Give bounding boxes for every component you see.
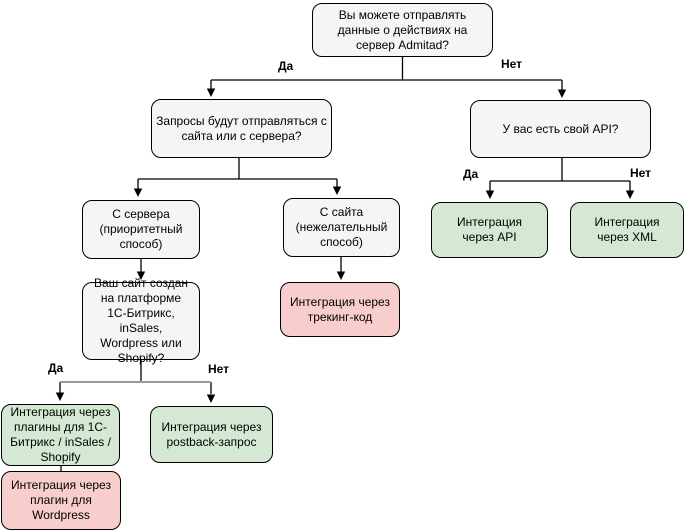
node-result-tracking-code: Интеграция через трекинг-код xyxy=(280,282,400,337)
connector-site-to-tracking xyxy=(336,257,346,280)
node-result-wordpress-plugin: Интеграция через плагин для Wordpress xyxy=(1,471,121,530)
arrowhead-icon xyxy=(206,88,216,97)
edge-label-platform-no: Нет xyxy=(206,362,232,376)
connector-platform-split xyxy=(55,360,216,403)
arrowhead-icon xyxy=(133,188,143,197)
node-question-requests-origin: Запросы будут отправляться с сайта или с… xyxy=(151,99,332,158)
edge-line xyxy=(210,57,563,90)
arrowhead-icon xyxy=(206,394,216,403)
connector-server-to-platform xyxy=(136,259,146,280)
arrowhead-icon xyxy=(336,271,346,280)
edge-label-platform-yes: Да xyxy=(46,361,66,375)
arrowhead-icon xyxy=(55,392,65,401)
node-result-postback-integration: Интеграция через postback-запрос xyxy=(150,406,273,463)
node-option-from-server: С сервера (приоритетный способ) xyxy=(82,200,200,259)
arrowhead-icon xyxy=(136,271,146,280)
node-result-api-integration: Интеграция через API xyxy=(431,202,548,258)
node-question-own-api: У вас есть свой API? xyxy=(470,100,651,158)
arrowhead-icon xyxy=(625,190,635,199)
connector-top-split xyxy=(206,57,567,98)
node-question-site-platform: Ваш сайт создан на платформе 1С-Битрикс,… xyxy=(82,276,200,365)
node-option-from-site: С сайта (нежелательный способ) xyxy=(283,198,400,257)
edge-line xyxy=(59,360,212,394)
connector-api-split xyxy=(485,158,635,199)
arrowhead-icon xyxy=(485,190,495,199)
node-question-send-data: Вы можете отправлять данные о действиях … xyxy=(312,3,493,57)
edge-line xyxy=(489,158,631,191)
node-result-plugins-integration: Интеграция через плагины для 1С-Битрикс … xyxy=(1,404,120,466)
node-result-xml-integration: Интеграция через XML xyxy=(570,202,684,258)
arrowhead-icon xyxy=(332,186,342,195)
edge-line xyxy=(137,158,338,189)
edge-label-top-yes: Да xyxy=(276,59,296,73)
edge-label-top-no: Нет xyxy=(499,57,525,71)
edge-label-api-yes: Да xyxy=(461,167,481,181)
arrowhead-icon xyxy=(557,89,567,98)
edge-label-api-no: Нет xyxy=(628,166,654,180)
connector-requests-split xyxy=(133,158,342,197)
